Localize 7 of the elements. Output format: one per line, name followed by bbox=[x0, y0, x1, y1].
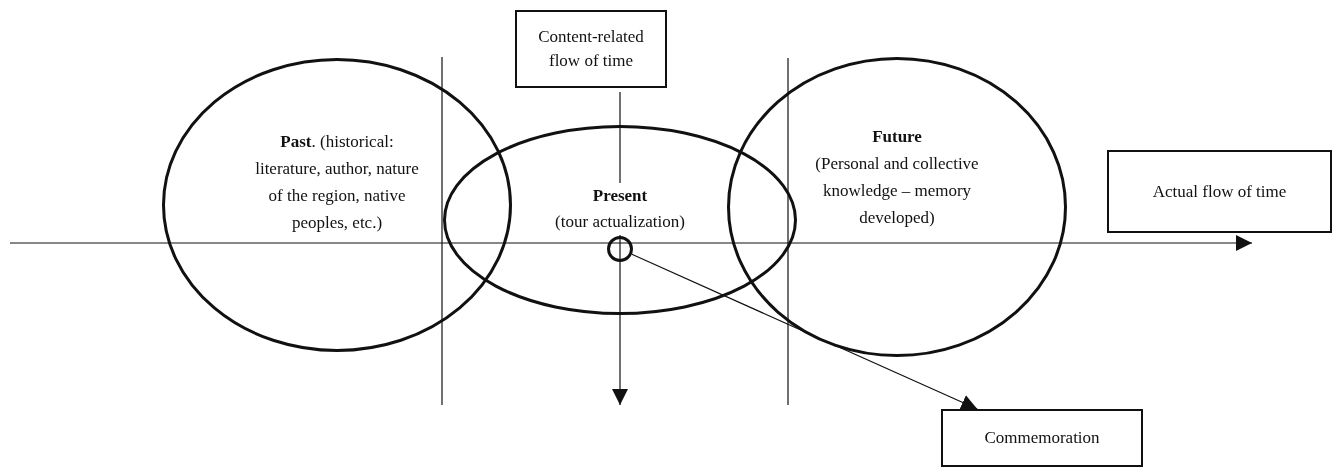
text-box: Commemoration bbox=[941, 409, 1143, 467]
description: (tour actualization) bbox=[555, 209, 685, 235]
arrow bbox=[612, 91, 628, 406]
text-box: Actual flow of time bbox=[1107, 150, 1332, 233]
text-box: Content-related flow of time bbox=[515, 10, 667, 88]
arrow bbox=[631, 253, 978, 410]
heading: Present bbox=[592, 183, 648, 209]
